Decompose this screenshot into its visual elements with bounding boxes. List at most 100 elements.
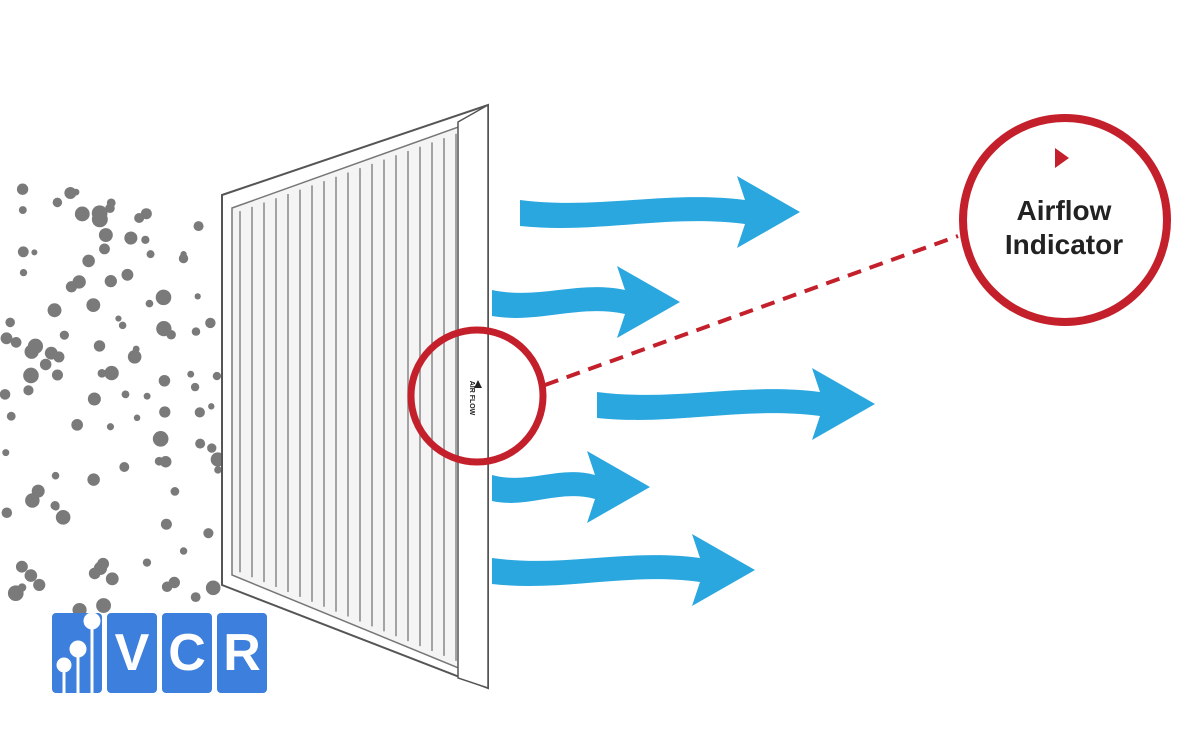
dust-particle — [10, 337, 22, 348]
dust-particle — [214, 466, 222, 474]
dust-particle — [105, 572, 119, 586]
dust-particle — [87, 392, 101, 406]
dust-particle — [106, 423, 115, 431]
indicator-highlight-circle — [407, 326, 547, 466]
dust-particle — [161, 581, 173, 593]
dust-particle — [121, 268, 134, 281]
indicator-triangle-icon — [1055, 148, 1069, 168]
dust-particle — [98, 228, 113, 243]
dust-particle — [155, 289, 172, 306]
dust-particle — [74, 206, 90, 222]
dust-particle — [132, 345, 140, 353]
dust-particle — [65, 281, 78, 293]
dust-particle — [25, 493, 40, 508]
dust-particle — [23, 367, 39, 384]
dust-particle — [17, 246, 29, 258]
logo-letter: V — [107, 613, 157, 693]
dust-particle — [159, 455, 172, 468]
airflow-arrow-icon — [492, 534, 755, 606]
logo-letter: R — [217, 613, 267, 693]
dust-particle — [16, 183, 29, 195]
airflow-arrow-icon — [492, 451, 650, 523]
dust-particle — [143, 392, 151, 400]
dust-particle — [142, 558, 152, 567]
dust-particle — [59, 330, 69, 340]
dust-particle — [205, 317, 216, 329]
logo-icon — [52, 613, 102, 693]
dust-particle — [193, 221, 204, 232]
airflow-arrow-marking-icon — [474, 380, 482, 388]
dust-particle — [141, 235, 150, 244]
dust-particle — [88, 567, 101, 580]
dust-particle — [53, 351, 65, 363]
dust-particle — [203, 528, 214, 539]
dust-particle — [82, 254, 95, 268]
dust-particle — [33, 578, 46, 592]
dust-particle — [50, 501, 60, 511]
dust-particle — [47, 303, 62, 318]
dust-particle — [104, 275, 117, 288]
filter-airflow-marking: AIR FLOW — [468, 381, 475, 416]
dust-particle — [179, 547, 188, 555]
dust-particle — [146, 250, 155, 259]
dust-particle — [205, 580, 221, 596]
dust-particle — [160, 518, 172, 530]
dust-particle — [96, 598, 111, 613]
dust-particle — [194, 407, 205, 418]
dust-particle — [31, 249, 38, 256]
dust-particle — [190, 382, 200, 392]
dust-particle — [170, 487, 180, 496]
dust-particle — [0, 389, 11, 400]
vcr-logo: V C R — [52, 613, 267, 693]
indicator-dashed-line — [544, 234, 959, 387]
dust-particle — [51, 471, 60, 480]
dust-particle — [208, 403, 215, 410]
airflow-arrow-icon — [520, 176, 800, 248]
dust-particle — [0, 332, 13, 345]
dust-particle — [207, 443, 217, 453]
callout-label-line2: Indicator — [1005, 229, 1123, 260]
dust-particle — [133, 414, 141, 422]
dust-particle — [64, 186, 77, 199]
dust-particle — [154, 456, 164, 466]
dust-particle — [97, 368, 107, 378]
dust-particle — [19, 268, 28, 277]
dust-particle — [119, 462, 130, 472]
dust-particle — [91, 205, 108, 222]
callout-label-line1: Airflow — [1017, 195, 1112, 226]
dust-particle — [18, 206, 27, 215]
dust-particle — [118, 321, 127, 330]
air-filter: AIR FLOW — [221, 103, 489, 690]
dust-particle — [212, 371, 222, 381]
dust-particle — [49, 348, 57, 355]
dust-particle — [72, 188, 80, 196]
airflow-arrow-icon — [597, 368, 875, 440]
dust-particle — [145, 299, 154, 308]
dust-particle — [87, 473, 100, 486]
dust-particle — [24, 569, 38, 582]
dust-particle — [1, 507, 13, 519]
dust-particle — [27, 338, 44, 354]
dust-particle — [39, 358, 52, 371]
dust-particle — [105, 203, 115, 213]
logo-letter: C — [162, 613, 212, 693]
airflow-arrows — [492, 176, 875, 606]
dust-particle — [121, 390, 130, 399]
dust-particle — [178, 253, 189, 264]
dust-particle — [190, 592, 201, 603]
dust-particle — [86, 298, 101, 313]
dust-particle — [2, 449, 10, 457]
dust-particle — [23, 385, 34, 396]
dust-particle — [158, 374, 171, 387]
dust-particle — [134, 212, 145, 224]
dust-particle — [52, 197, 63, 208]
dust-particle — [156, 320, 172, 337]
dust-particle — [93, 340, 106, 352]
dust-particle — [187, 370, 195, 378]
dust-particle — [5, 317, 15, 328]
dust-particle — [124, 231, 138, 245]
dust-particle — [17, 583, 27, 592]
dust-particle — [191, 327, 201, 336]
dust-particle — [159, 406, 171, 418]
